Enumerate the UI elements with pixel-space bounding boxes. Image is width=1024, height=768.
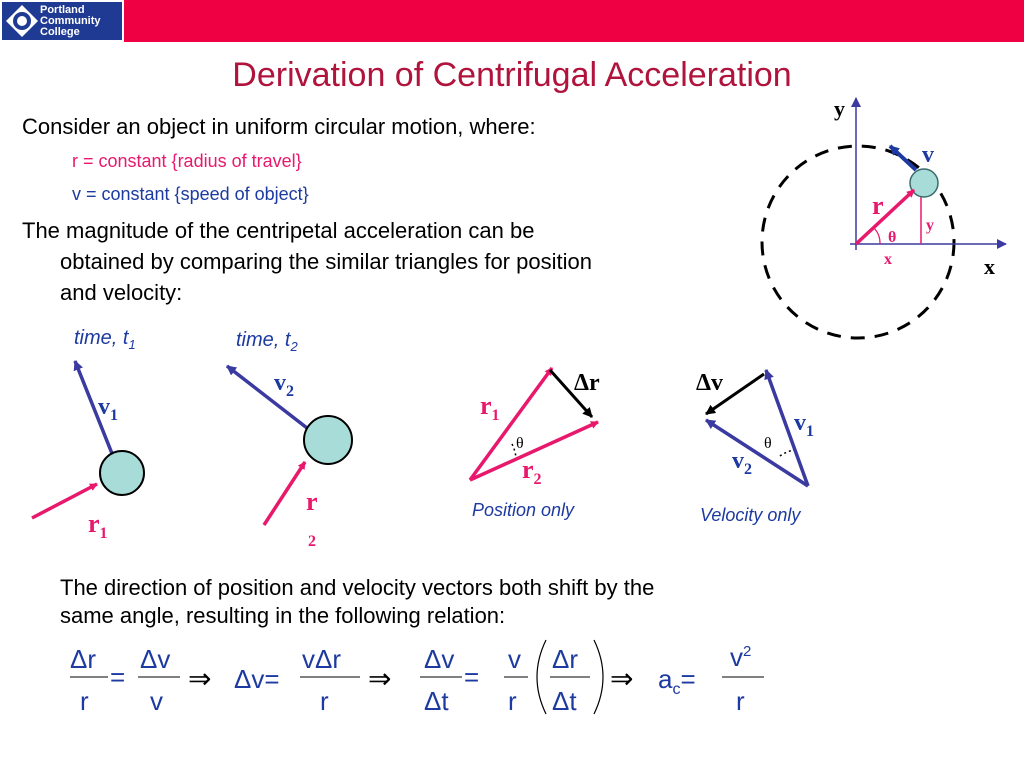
svg-text:Δt: Δt — [424, 686, 449, 716]
svg-text:r: r — [736, 686, 745, 716]
magnitude-text-line-1: The magnitude of the centripetal acceler… — [22, 218, 535, 243]
svg-text:v: v — [508, 644, 521, 674]
logo-emblem-icon — [6, 5, 38, 37]
acceleration-equation: Δr r = Δv v ⇒ Δv= vΔr r ⇒ Δv Δt = v r Δr… — [70, 639, 764, 716]
logo-line-2: Community — [40, 15, 101, 27]
theta-label: θ — [888, 229, 896, 246]
triangle-r1-label: r1 — [480, 391, 500, 424]
velocity-theta-arc — [779, 449, 795, 457]
intro-text: Consider an object in uniform circular m… — [22, 114, 536, 139]
y-component-label: y — [926, 217, 934, 234]
velocity-vector — [888, 144, 918, 172]
time-t2-diagram: time, t2 v2 r 2 — [225, 329, 353, 550]
implies-arrow-2: ⇒ — [368, 664, 391, 695]
x-component-label: x — [884, 251, 892, 268]
magnitude-text-line-3: and velocity: — [60, 280, 183, 305]
magnitude-text-line-2: obtained by comparing the similar triang… — [60, 249, 592, 274]
circular-motion-diagram: y x v r y x θ — [760, 96, 1007, 340]
svg-text:=: = — [464, 662, 479, 692]
svg-text:v: v — [150, 686, 163, 716]
logo-line-3: College — [40, 26, 80, 38]
svg-text:Δr: Δr — [70, 644, 96, 674]
svg-text:Δv=: Δv= — [234, 664, 280, 694]
delta-r-vector — [548, 369, 594, 418]
triangle-v1-vector — [764, 369, 810, 487]
triangle-v1-label: v1 — [794, 410, 814, 440]
velocity-v1-vector — [73, 360, 115, 457]
triangle-r1-vector — [468, 366, 554, 482]
position-r2-subscript: 2 — [308, 533, 316, 550]
position-r1-label: r1 — [88, 509, 108, 542]
velocity-theta-label: θ — [764, 435, 772, 452]
logo-line-1: Portland — [40, 4, 85, 16]
svg-text:vΔr: vΔr — [302, 644, 341, 674]
time-t1-label: time, t1 — [74, 327, 136, 352]
svg-text:r: r — [508, 686, 517, 716]
position-r1-vector — [31, 482, 98, 520]
header-bar — [0, 0, 1024, 42]
direction-text-line-2: same angle, resulting in the following r… — [60, 603, 506, 628]
object-ball — [909, 168, 939, 198]
velocity-only-caption: Velocity only — [700, 505, 801, 525]
orbit-path — [760, 144, 956, 340]
velocity-triangle: Δv v1 v2 θ Velocity only — [696, 369, 814, 525]
implies-arrow-3: ⇒ — [610, 664, 633, 695]
time-t2-label: time, t2 — [236, 329, 298, 354]
radius-label: r — [872, 191, 884, 220]
position-theta-arc — [511, 443, 517, 459]
speed-definition: v = constant {speed of object} — [72, 184, 309, 204]
svg-text:Δv: Δv — [424, 644, 454, 674]
triangle-r2-vector — [469, 420, 599, 482]
velocity-v1-label: v1 — [98, 394, 118, 424]
position-r2-vector — [262, 461, 307, 526]
radius-definition: r = constant {radius of travel} — [72, 151, 302, 171]
svg-text:r: r — [320, 686, 329, 716]
slide-title: Derivation of Centrifugal Acceleration — [232, 56, 792, 94]
triangle-r2-label: r2 — [522, 455, 542, 488]
position-only-caption: Position only — [472, 500, 575, 520]
object-t1-ball — [99, 450, 145, 496]
triangle-v2-label: v2 — [732, 448, 752, 478]
implies-arrow-1: ⇒ — [188, 664, 211, 695]
svg-text:Δv: Δv — [140, 644, 170, 674]
position-triangle: Δr r1 r2 θ Position only — [468, 366, 600, 520]
position-r2-label: r — [306, 487, 318, 516]
svg-text:v2: v2 — [730, 642, 751, 672]
svg-text:ac=: ac= — [658, 664, 696, 698]
delta-v-label: Δv — [696, 370, 723, 396]
position-theta-label: θ — [516, 435, 524, 452]
svg-text:Δr: Δr — [552, 644, 578, 674]
svg-text:=: = — [110, 662, 125, 692]
object-t2-ball — [303, 415, 353, 465]
radius-vector — [854, 188, 916, 246]
theta-arc — [873, 227, 881, 245]
delta-r-label: Δr — [574, 370, 600, 396]
velocity-label: v — [922, 142, 934, 168]
direction-text-line-1: The direction of position and velocity v… — [60, 575, 655, 600]
velocity-v2-vector — [225, 364, 309, 430]
velocity-v2-label: v2 — [274, 370, 294, 400]
delta-v-vector — [705, 372, 765, 416]
triangle-v2-vector — [705, 418, 809, 488]
y-axis-label: y — [834, 96, 845, 121]
x-axis-label: x — [984, 254, 995, 279]
svg-text:r: r — [80, 686, 89, 716]
college-logo: Portland Community College — [0, 0, 124, 42]
time-t1-diagram: time, t1 v1 r1 — [31, 327, 145, 542]
svg-text:Δt: Δt — [552, 686, 577, 716]
